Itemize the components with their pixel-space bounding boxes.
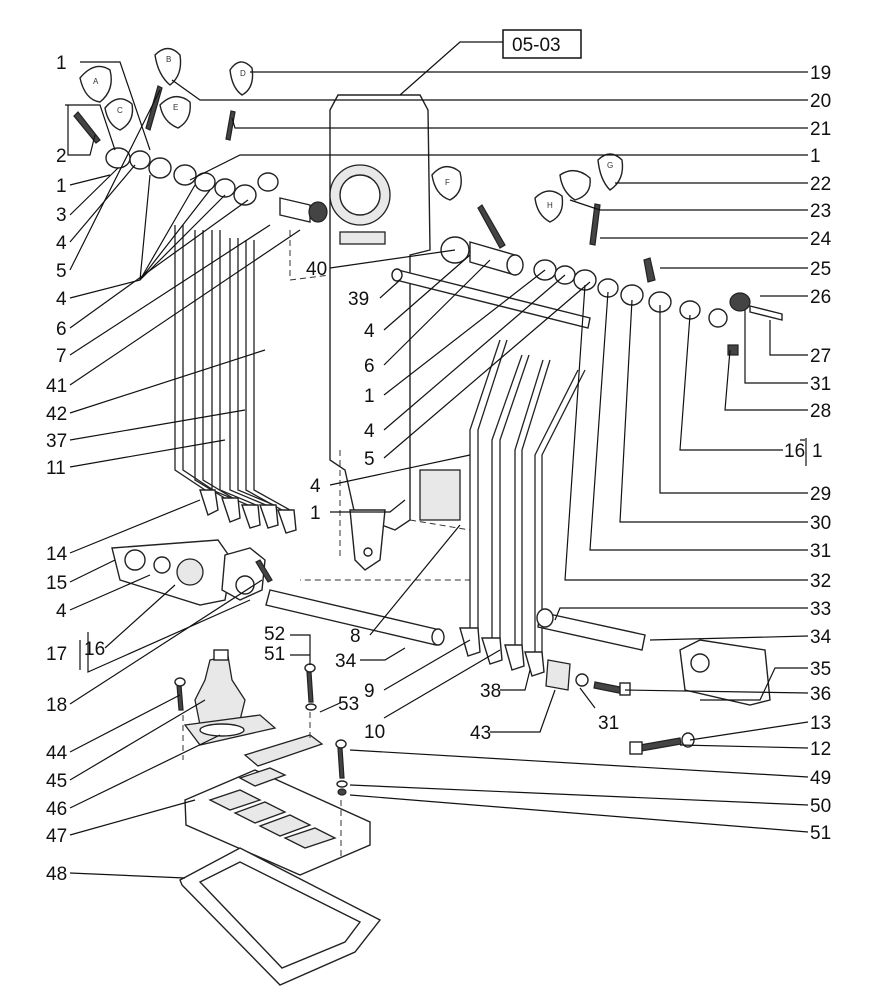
callout-26: 26 [810, 287, 831, 308]
left-lever-cluster: A B C D E [73, 47, 328, 534]
callout-8: 8 [350, 626, 361, 647]
callout-16: 16 [84, 639, 105, 660]
callout-12: 12 [810, 739, 831, 760]
knob-f [431, 166, 462, 201]
knob-g [597, 153, 624, 191]
callout-16: 16 [784, 441, 805, 462]
callout-34: 34 [335, 651, 357, 672]
callout-28: 28 [810, 401, 831, 422]
callout-24: 24 [810, 229, 832, 250]
callout-18: 18 [46, 695, 67, 716]
leader-lines [65, 41, 809, 879]
callout-21: 21 [810, 119, 831, 140]
callout-2: 2 [56, 146, 67, 167]
callout-9: 9 [364, 681, 375, 702]
callout-53: 53 [338, 694, 359, 715]
callout-41: 41 [46, 376, 67, 397]
callout-5: 5 [364, 449, 375, 470]
callout-1: 1 [810, 146, 821, 167]
callout-1: 1 [56, 176, 67, 197]
callout-14: 14 [46, 544, 68, 565]
knob-a-letter: A [93, 77, 99, 86]
callout-42: 42 [46, 404, 67, 425]
knob-e [159, 96, 191, 129]
callout-13: 13 [810, 713, 831, 734]
callout-33: 33 [810, 599, 831, 620]
callout-29: 29 [810, 484, 831, 505]
callout-31: 31 [598, 713, 619, 734]
callout-19: 19 [810, 63, 831, 84]
right-lever-cluster: F G H [391, 153, 783, 677]
callout-32: 32 [810, 571, 831, 592]
callout-52: 52 [264, 624, 285, 645]
right-callouts: 19 20 21 1 22 23 24 25 26 27 31 28 16 1 … [784, 63, 832, 844]
knob-d [229, 61, 254, 96]
callout-51: 51 [810, 823, 831, 844]
knob-e-letter: E [173, 103, 178, 112]
callout-6: 6 [364, 356, 375, 377]
gearshift-boot-plates [174, 649, 382, 986]
callout-43: 43 [470, 723, 491, 744]
callout-31: 31 [810, 374, 831, 395]
knob-f-letter: F [445, 178, 450, 187]
callout-36: 36 [810, 684, 831, 705]
callout-38: 38 [480, 681, 501, 702]
callout-46: 46 [46, 799, 67, 820]
callout-1: 1 [310, 503, 321, 524]
knob-b [154, 47, 182, 86]
knob-c [104, 98, 134, 131]
callout-3: 3 [56, 205, 67, 226]
callout-49: 49 [810, 768, 831, 789]
callout-6: 6 [56, 319, 67, 340]
callout-7: 7 [56, 346, 67, 367]
knob-i [559, 170, 591, 201]
callout-47: 47 [46, 826, 67, 847]
callout-4: 4 [56, 601, 67, 622]
callout-30: 30 [810, 513, 831, 534]
callout-34: 34 [810, 627, 832, 648]
left-callouts: 1 2 1 3 4 5 4 6 7 41 42 37 11 14 15 4 17… [46, 53, 105, 885]
callout-50: 50 [810, 796, 831, 817]
callout-11: 11 [46, 458, 66, 479]
section-reference-box: 05-03 [502, 29, 582, 59]
lower-mechanisms [111, 539, 771, 755]
callout-25: 25 [810, 259, 831, 280]
callout-20: 20 [810, 91, 831, 112]
callout-31: 31 [810, 541, 831, 562]
callout-45: 45 [46, 771, 67, 792]
knob-b-letter: B [166, 55, 171, 64]
knob-a [79, 65, 112, 103]
callout-37: 37 [46, 431, 67, 452]
callout-5: 5 [56, 261, 67, 282]
callout-4: 4 [364, 421, 375, 442]
callout-35: 35 [810, 659, 831, 680]
knob-h [534, 190, 564, 223]
knob-g-letter: G [607, 161, 613, 170]
callout-48: 48 [46, 864, 67, 885]
callout-44: 44 [46, 743, 68, 764]
callout-22: 22 [810, 174, 831, 195]
knob-d-letter: D [240, 69, 246, 78]
callout-17: 17 [46, 644, 67, 665]
callout-51: 51 [264, 644, 285, 665]
callout-10: 10 [364, 722, 385, 743]
center-callouts: 40 39 4 6 1 4 5 4 1 8 34 52 51 53 9 10 3… [264, 259, 619, 744]
callout-40: 40 [306, 259, 327, 280]
callout-27: 27 [810, 346, 831, 367]
callout-4: 4 [364, 321, 375, 342]
callout-15: 15 [46, 573, 67, 594]
callout-1: 1 [812, 441, 823, 462]
section-reference: 05-03 [512, 35, 561, 56]
callout-4: 4 [56, 233, 67, 254]
callout-4: 4 [310, 476, 321, 497]
knob-c-letter: C [117, 106, 123, 115]
callout-1: 1 [364, 386, 375, 407]
callout-39: 39 [348, 289, 369, 310]
callout-4: 4 [56, 289, 67, 310]
knob-h-letter: H [547, 201, 553, 210]
callout-23: 23 [810, 201, 831, 222]
callout-1: 1 [56, 53, 67, 74]
